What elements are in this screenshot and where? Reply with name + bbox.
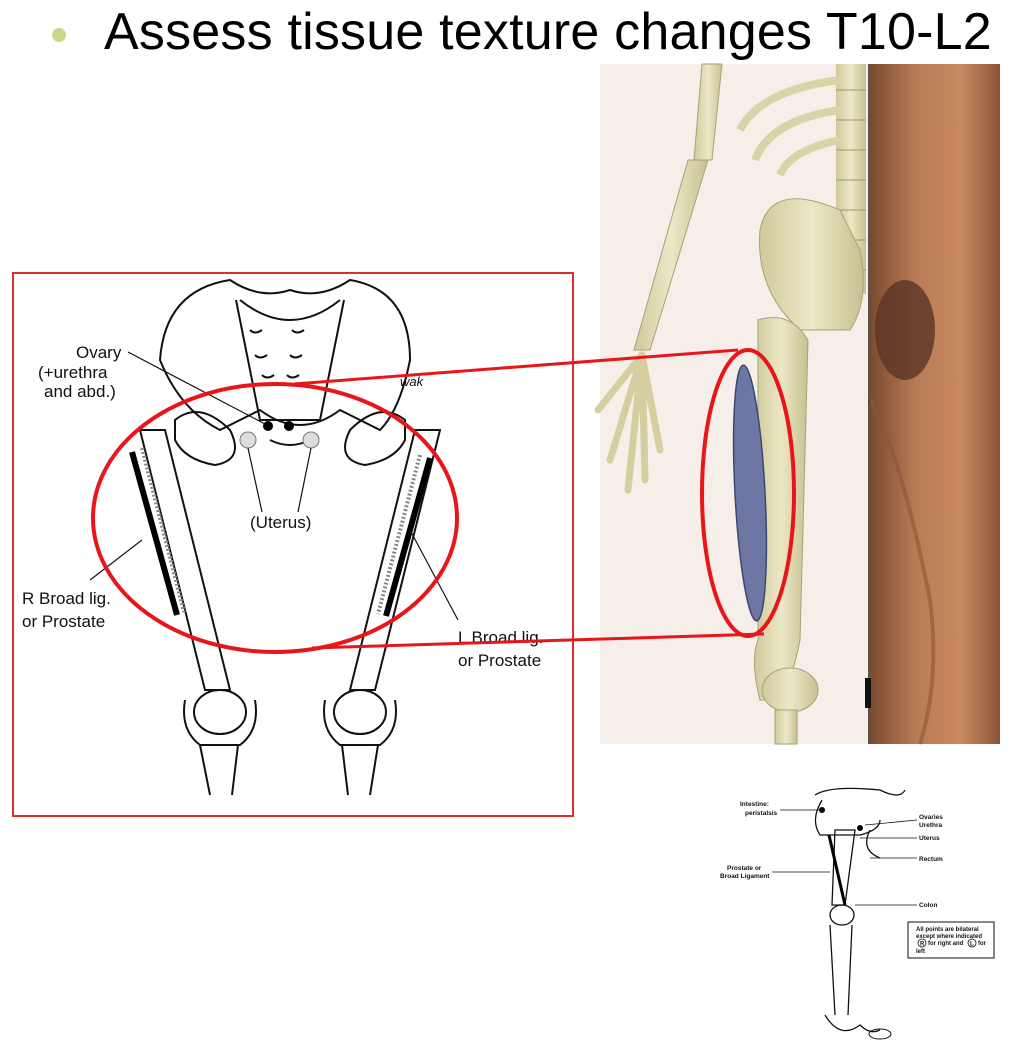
tibia-bone bbox=[774, 709, 798, 745]
ribs bbox=[736, 76, 841, 177]
leg-label-intestine-1: Intestine: bbox=[740, 801, 769, 808]
forearm-bones bbox=[633, 159, 709, 351]
leg-label-uterus: Uterus bbox=[919, 835, 940, 842]
knee-bone bbox=[761, 667, 819, 713]
leg-label-prostate-2: Broad Ligament bbox=[720, 873, 770, 880]
leg-label-ovaries: Ovaries bbox=[919, 814, 943, 821]
note-line-3b: for bbox=[978, 941, 987, 947]
leg-note-box: All points are bilateral except where in… bbox=[907, 921, 995, 959]
note-line-2: except where indicated bbox=[916, 934, 982, 940]
title-row: Assess tissue texture changes T10-L2 bbox=[52, 0, 992, 64]
l-circle-icon bbox=[967, 938, 977, 948]
connector-bottom bbox=[311, 632, 765, 650]
leg-diagram: Intestine: peristalsis Ovaries Urethra U… bbox=[720, 787, 995, 1040]
leg-label-rectum: Rectum bbox=[919, 856, 943, 863]
r-circle-icon bbox=[917, 938, 927, 948]
label-r-broad-2: or Prostate bbox=[22, 612, 105, 631]
label-r-broad-1: R Broad lig. bbox=[22, 589, 111, 608]
pelvis-diagram: Ovary (+urethra and abd.) (Uterus) R Bro… bbox=[12, 272, 574, 817]
reflex-zone bbox=[732, 364, 768, 622]
pelvis-frame bbox=[12, 272, 574, 817]
label-ovary-sub1: (+urethra bbox=[38, 363, 108, 382]
note-line-3a: for right and bbox=[928, 941, 964, 947]
leg-strip bbox=[827, 834, 847, 906]
label-uterus: (Uterus) bbox=[250, 513, 311, 532]
zoom-ellipse-small bbox=[700, 348, 796, 638]
note-line-1: All points are bilateral bbox=[916, 927, 979, 933]
leg-label-colon: Colon bbox=[919, 902, 937, 909]
connector-top bbox=[293, 348, 739, 386]
humerus-bone bbox=[693, 63, 723, 161]
skin-half bbox=[870, 64, 1000, 744]
ovary-point-right bbox=[263, 421, 273, 431]
note-line-4: left bbox=[916, 949, 925, 955]
zoom-ellipse-large bbox=[91, 382, 459, 654]
note-r-mark: R bbox=[920, 942, 925, 948]
leg-leaders bbox=[772, 809, 918, 906]
leg-line-art bbox=[814, 787, 906, 1033]
ovary-point-left bbox=[284, 421, 294, 431]
leg-label-intestine-2: peristalsis bbox=[745, 810, 778, 817]
uterus-point-right bbox=[239, 431, 257, 449]
artist-mark: wak bbox=[400, 374, 425, 389]
ovaries-point bbox=[857, 825, 863, 831]
pubic-area bbox=[875, 280, 935, 380]
slide-title: Assess tissue texture changes T10-L2 bbox=[104, 3, 992, 61]
r-broad-hatch bbox=[140, 447, 186, 613]
intestine-point bbox=[819, 807, 825, 813]
bullet-icon bbox=[52, 28, 66, 42]
label-ovary-sub2: and abd.) bbox=[44, 382, 116, 401]
label-ovary: Ovary bbox=[76, 343, 122, 362]
leg-labels: Intestine: peristalsis Ovaries Urethra U… bbox=[720, 801, 943, 909]
marker-stripe bbox=[865, 678, 871, 708]
leg-label-prostate-1: Prostate or bbox=[727, 865, 762, 872]
thigh-shading bbox=[868, 398, 936, 745]
label-l-broad-2: or Prostate bbox=[458, 651, 541, 670]
l-broad-strip bbox=[383, 457, 433, 617]
publisher-logo-icon bbox=[868, 1028, 892, 1040]
anatomy-illustration bbox=[594, 63, 1000, 745]
ilium-bone bbox=[759, 198, 864, 331]
note-l-mark: L bbox=[970, 942, 974, 948]
hand-bones bbox=[594, 351, 664, 494]
r-broad-strip bbox=[129, 451, 180, 616]
l-broad-hatch bbox=[376, 454, 422, 615]
leader-lines bbox=[89, 351, 459, 621]
leg-label-urethra: Urethra bbox=[919, 822, 943, 829]
uterus-point-left bbox=[302, 431, 320, 449]
